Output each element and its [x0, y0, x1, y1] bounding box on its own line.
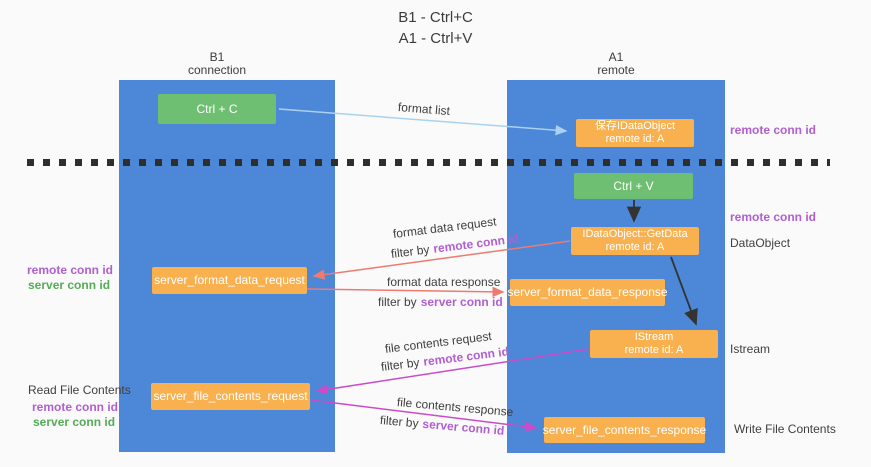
- node-getdata-line1: IDataObject::GetData: [582, 228, 688, 240]
- server-conn-id-highlight: server conn id: [420, 295, 503, 309]
- filter-by-prefix: filter by: [378, 295, 417, 309]
- left-lane-name: B1: [209, 50, 225, 64]
- right-lane-header: A1 remote: [546, 51, 686, 77]
- node-server-file-contents-request-label: server_file_contents_request: [153, 389, 308, 403]
- annotation-remote-conn-id-mid-right: remote conn id: [730, 210, 817, 224]
- annotation-istream: Istream: [730, 342, 771, 356]
- arrow-format-request-to-format-response: [306, 286, 505, 298]
- node-server-file-contents-response-label: server_file_contents_response: [542, 422, 707, 437]
- annotation-remote-conn-id-left-2: remote conn id: [32, 400, 119, 414]
- annotation-dataobject: DataObject: [730, 236, 791, 250]
- filter-by-prefix: filter by: [390, 242, 431, 261]
- right-lane-name: A1: [608, 50, 624, 64]
- filter-by-prefix: filter by: [380, 355, 421, 374]
- node-istream: IStream remote id: A: [590, 330, 718, 358]
- node-server-file-contents-request: server_file_contents_request: [151, 383, 310, 410]
- node-server-file-contents-response: server_file_contents_response: [542, 417, 707, 443]
- title-line-1: B1 - Ctrl+C: [398, 9, 473, 26]
- label-format-data-response: format data response: [387, 275, 501, 289]
- node-save-idataobject-line1: 保存IDataObject: [594, 120, 676, 132]
- annotation-write-file-contents: Write File Contents: [734, 422, 836, 436]
- node-ctrl-c-label: Ctrl + C: [196, 101, 238, 116]
- label-format-list: format list: [397, 100, 451, 119]
- node-save-idataobject-line2: remote id: A: [605, 133, 665, 145]
- node-server-format-data-response-label: server_format_data_response: [507, 285, 668, 299]
- server-conn-id-highlight: server conn id: [421, 416, 505, 438]
- node-ctrl-v-label: Ctrl + V: [613, 178, 654, 193]
- node-server-format-data-request-label: server_format_data_request: [154, 273, 305, 287]
- annotation-server-conn-id-left-1: server conn id: [28, 278, 111, 292]
- annotation-remote-conn-id-top-right: remote conn id: [730, 123, 817, 137]
- node-server-format-data-request: server_format_data_request: [152, 267, 307, 294]
- annotation-server-conn-id-left-2: server conn id: [33, 415, 116, 429]
- node-istream-line2: remote id: A: [624, 344, 684, 356]
- annotation-read-file-contents: Read File Contents: [28, 383, 131, 397]
- diagram-title: B1 - Ctrl+C A1 - Ctrl+V: [0, 7, 871, 49]
- node-server-format-data-response: server_format_data_response: [507, 279, 668, 306]
- node-getdata-line2: remote id: A: [605, 241, 665, 253]
- annotation-remote-conn-id-left-1: remote conn id: [27, 263, 114, 277]
- session-divider-dashed-line: [27, 159, 830, 166]
- node-ctrl-v: Ctrl + V: [574, 173, 693, 199]
- node-istream-line1: IStream: [634, 331, 674, 343]
- title-line-2: A1 - Ctrl+V: [398, 30, 473, 47]
- left-lane-role: connection: [187, 63, 247, 77]
- node-idataobject-getdata: IDataObject::GetData remote id: A: [571, 227, 699, 255]
- filter-by-prefix: filter by: [379, 413, 420, 431]
- node-save-idataobject: 保存IDataObject remote id: A: [576, 119, 694, 147]
- node-ctrl-c: Ctrl + C: [158, 94, 276, 124]
- right-lane-role: remote: [597, 63, 635, 77]
- left-lane-header: B1 connection: [147, 51, 287, 77]
